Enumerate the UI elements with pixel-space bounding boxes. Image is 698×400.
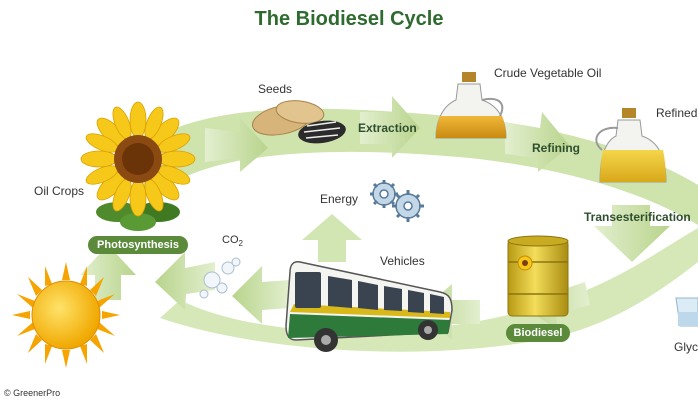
cycle-arrow [232,266,290,324]
seeds-label: Seeds [258,82,293,96]
barrel-icon [507,235,569,317]
co2-label: CO2 [222,234,243,248]
seeds-icon [252,100,346,144]
photosynthesis-label: Photosynthesis [88,236,188,254]
cycle-arrow [360,96,420,158]
sun-icon [12,262,120,368]
biodiesel-label: Biodiesel [506,324,570,342]
cycle-band-lower [160,228,698,352]
vehicles-label: Vehicles [380,254,425,268]
extraction-label: Extraction [358,121,417,135]
bus-icon [285,261,453,352]
refined-oil-jug-icon [595,108,667,183]
co2-bubbles-icon [199,257,241,299]
refined-oil-label: Refined [656,106,698,120]
oil-crops-label: Oil Crops [34,184,85,198]
refining-label: Refining [532,141,580,155]
copyright-text: © GreenerPro [4,388,61,398]
transesterification-label: Transesterification [584,210,691,224]
energy-label: Energy [320,192,359,206]
oil-jug-icon [435,72,507,139]
gears-icon [370,180,424,222]
page-title: The Biodiesel Cycle [254,8,444,30]
glycerin-glass-icon [675,297,698,327]
cycle-arrow [594,205,670,262]
cycle-arrow [80,245,136,300]
cycle-arrow [302,214,362,262]
cycle-arrow [205,118,268,172]
cycle-arrow [505,112,570,172]
glycerin-label: Glyc [674,340,698,354]
cycle-arrow [155,252,215,310]
co2-label-text: CO [222,234,239,246]
crude-oil-label: Crude Vegetable Oil [494,66,602,80]
co2-label-subscript: 2 [238,239,243,249]
sunflower-icon [80,101,196,231]
